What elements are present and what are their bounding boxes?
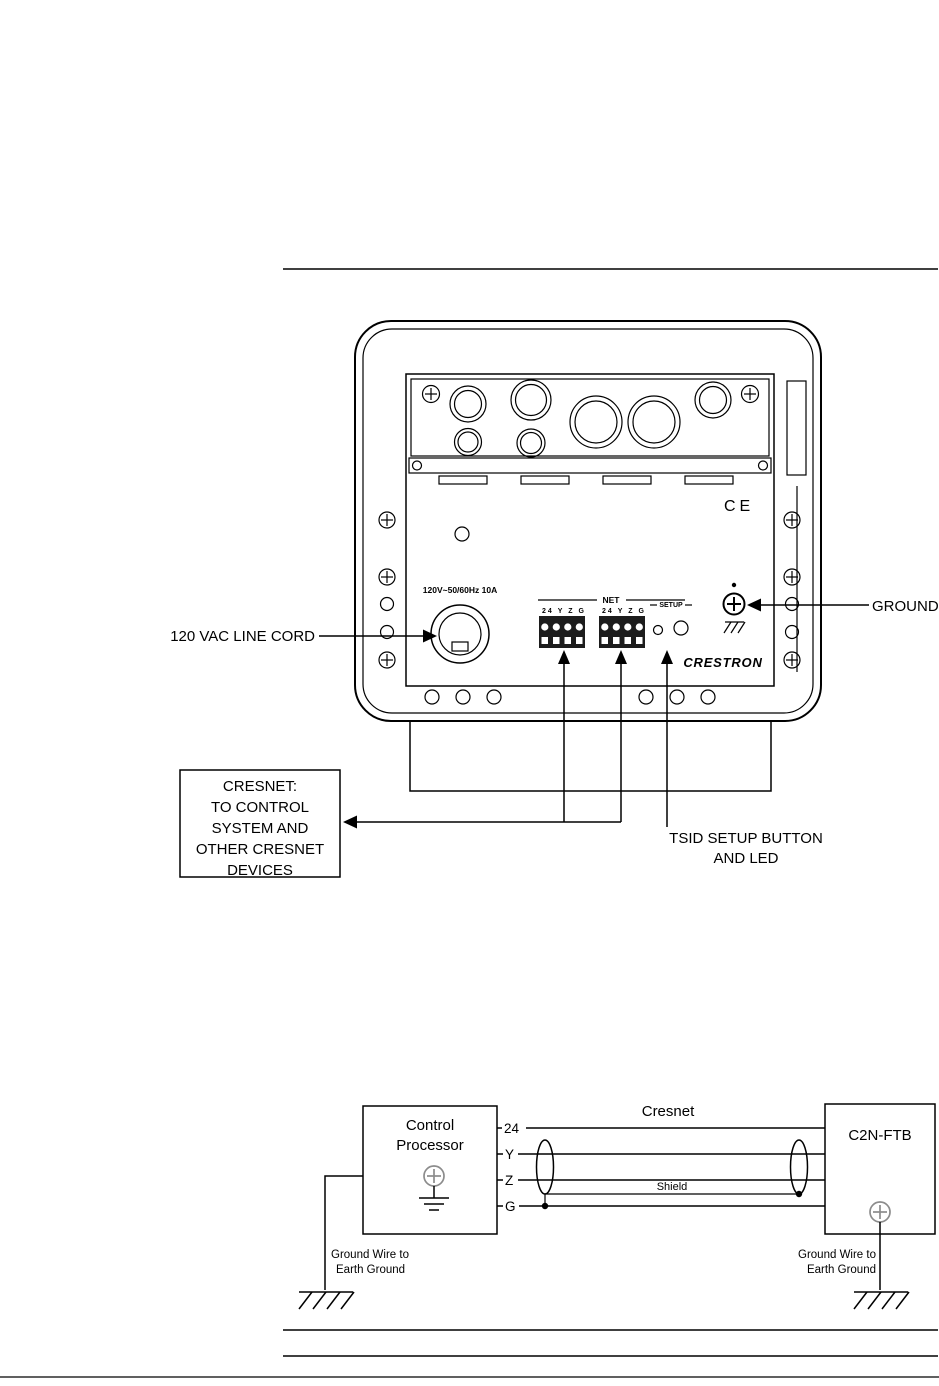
mounting-bar [408, 457, 772, 485]
knockout-connector [449, 385, 487, 423]
arrow-up-icon [661, 650, 673, 664]
wire-label-y: Y [505, 1147, 514, 1162]
crestron-logo: CRESTRON [683, 655, 762, 670]
knockout-connector [694, 381, 732, 419]
junction-dot [541, 1202, 549, 1210]
cresnet-note-box [179, 769, 341, 878]
ground-wire-left: Ground Wire to Earth Ground [298, 1175, 409, 1310]
c2n-ftb-label: C2N-FTB [848, 1127, 911, 1144]
arrow-up-icon [558, 650, 570, 664]
label-bg [503, 1198, 519, 1213]
knockout-connector [627, 395, 681, 449]
tsid-label-line2: AND LED [713, 850, 778, 867]
callout-line-cord: 120 VAC LINE CORD [170, 628, 437, 645]
ce-mark: CE [724, 498, 754, 515]
earth-ground-symbol [298, 1291, 355, 1310]
setup-label: SETUP [659, 602, 683, 609]
knockout-connector-inner [519, 431, 543, 455]
earth-ground-symbol [853, 1291, 910, 1310]
tsid-label-line1: TSID SETUP BUTTON [669, 830, 823, 847]
cresnet-title: Cresnet [642, 1103, 695, 1120]
cresnet-note-line: TO CONTROL [211, 799, 309, 816]
ground-wire-path [324, 1175, 363, 1290]
cresnet-note-line: OTHER CRESNET [196, 841, 324, 858]
enclosure-inner-wall [362, 328, 814, 714]
arrow-right-icon [423, 629, 437, 643]
knockout-connector-inner [457, 431, 479, 453]
terminal-block-2 [599, 616, 645, 648]
terminal-block-1 [539, 616, 585, 648]
ground-note-line2: Earth Ground [807, 1264, 876, 1276]
bottom-knockouts [424, 689, 716, 705]
ground-label: GROUND [872, 598, 939, 615]
rear-box [409, 722, 772, 792]
label-bg [502, 1120, 526, 1135]
power-rating-label: 120V~50/60Hz 10A [423, 585, 497, 595]
screw-icon [423, 1165, 445, 1187]
callout-ground: GROUND [747, 598, 939, 615]
ground-note-line1: Ground Wire to [798, 1249, 876, 1261]
knockout-connector-inner [698, 385, 728, 415]
plate-screw-left [421, 384, 441, 404]
net-label: NET [603, 595, 621, 605]
junction-dot [795, 1190, 803, 1198]
label-bg [503, 1172, 518, 1187]
line-cord-label: 120 VAC LINE CORD [170, 628, 315, 645]
panel-hole [454, 526, 470, 542]
screw-icon [869, 1201, 891, 1223]
cresnet-wires [497, 1127, 825, 1207]
setup-section: SETUP [650, 602, 692, 636]
wire-label-z: Z [505, 1173, 513, 1188]
chassis-ground-icon [723, 621, 746, 634]
cresnet-note-line: DEVICES [227, 862, 293, 879]
knockout-connector-inner [632, 400, 676, 444]
cresnet-note-line: CRESNET: [223, 778, 297, 795]
cable-jacket-left [535, 1139, 555, 1195]
earth-ground-icon [419, 1186, 449, 1211]
knockout-connector-inner [453, 389, 483, 419]
plate-screw-right [740, 384, 760, 404]
knockout-connectors [449, 379, 732, 458]
device-rear-view: CE 120V~50/60Hz 10A NET 24 Y Z G 24 Y Z … [354, 320, 822, 792]
side-screws-left [378, 511, 396, 669]
callout-tsid: TSID SETUP BUTTON AND LED [661, 650, 823, 867]
label-bg [503, 1146, 518, 1161]
control-processor-label-line1: Control [406, 1117, 454, 1134]
ground-wire-right: Ground Wire to Earth Ground [798, 1222, 910, 1310]
shield-label: Shield [657, 1181, 688, 1193]
setup-led [652, 624, 664, 636]
arrow-left-icon [747, 598, 761, 612]
page-rules [0, 268, 939, 1378]
arrow-left-icon [343, 815, 357, 829]
knockout-connector [516, 428, 546, 458]
ground-note-line2: Earth Ground [336, 1264, 405, 1276]
mounting-bracket [786, 380, 807, 476]
ground-screw [722, 582, 746, 616]
setup-button [673, 620, 689, 636]
knockout-connector [569, 395, 623, 449]
knockout-connector [510, 379, 552, 421]
shield-wire: Shield [541, 1181, 803, 1210]
wire-labels: 24 Y Z G [502, 1120, 526, 1214]
cresnet-note-line: SYSTEM AND [212, 820, 309, 837]
connector-plate [410, 378, 770, 457]
control-processor-label-line2: Processor [396, 1137, 464, 1154]
knockout-connector-inner [514, 383, 548, 417]
ground-dot [731, 582, 737, 588]
arrow-up-icon [615, 650, 627, 664]
knockout-connector-inner [574, 400, 618, 444]
side-screws-right [783, 511, 801, 669]
knockout-connector [453, 427, 483, 457]
control-processor-box: Control Processor [362, 1105, 498, 1235]
wire-label-24: 24 [504, 1121, 520, 1136]
c2n-ftb-box: C2N-FTB [824, 1103, 936, 1235]
wire-label-g: G [505, 1199, 516, 1214]
cresnet-wiring-diagram: Cresnet 24 Y Z G Shield [298, 1103, 936, 1310]
cable-jacket-right [789, 1139, 809, 1195]
ground-note-line1: Ground Wire to [331, 1249, 409, 1261]
callout-cresnet: CRESNET: TO CONTROL SYSTEM AND OTHER CRE… [179, 650, 627, 879]
